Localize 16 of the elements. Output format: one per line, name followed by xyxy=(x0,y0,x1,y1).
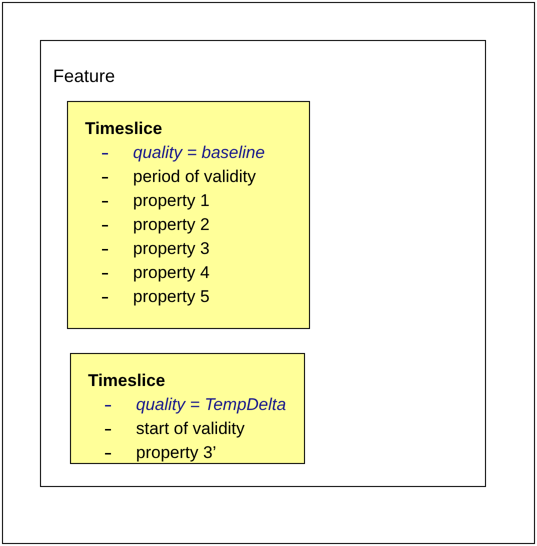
feature-box xyxy=(40,40,486,487)
container-title: Feature xyxy=(53,66,116,86)
list-item: start of validity xyxy=(136,419,245,439)
timeslice-box xyxy=(67,101,310,329)
list-item: property 4 xyxy=(133,263,210,283)
box-heading: Timeslice xyxy=(85,119,162,139)
list-item: property 3 xyxy=(133,239,210,259)
list-item: period of validity xyxy=(133,167,256,187)
list-item: property 3’ xyxy=(136,443,216,463)
list-item: property 5 xyxy=(133,287,210,307)
list-item: property 2 xyxy=(133,215,210,235)
list-item: quality = TempDelta xyxy=(136,395,286,415)
timeslice-box xyxy=(70,353,305,464)
list-item: quality = baseline xyxy=(133,143,265,163)
list-item: property 1 xyxy=(133,191,210,211)
box-heading: Timeslice xyxy=(88,371,166,391)
